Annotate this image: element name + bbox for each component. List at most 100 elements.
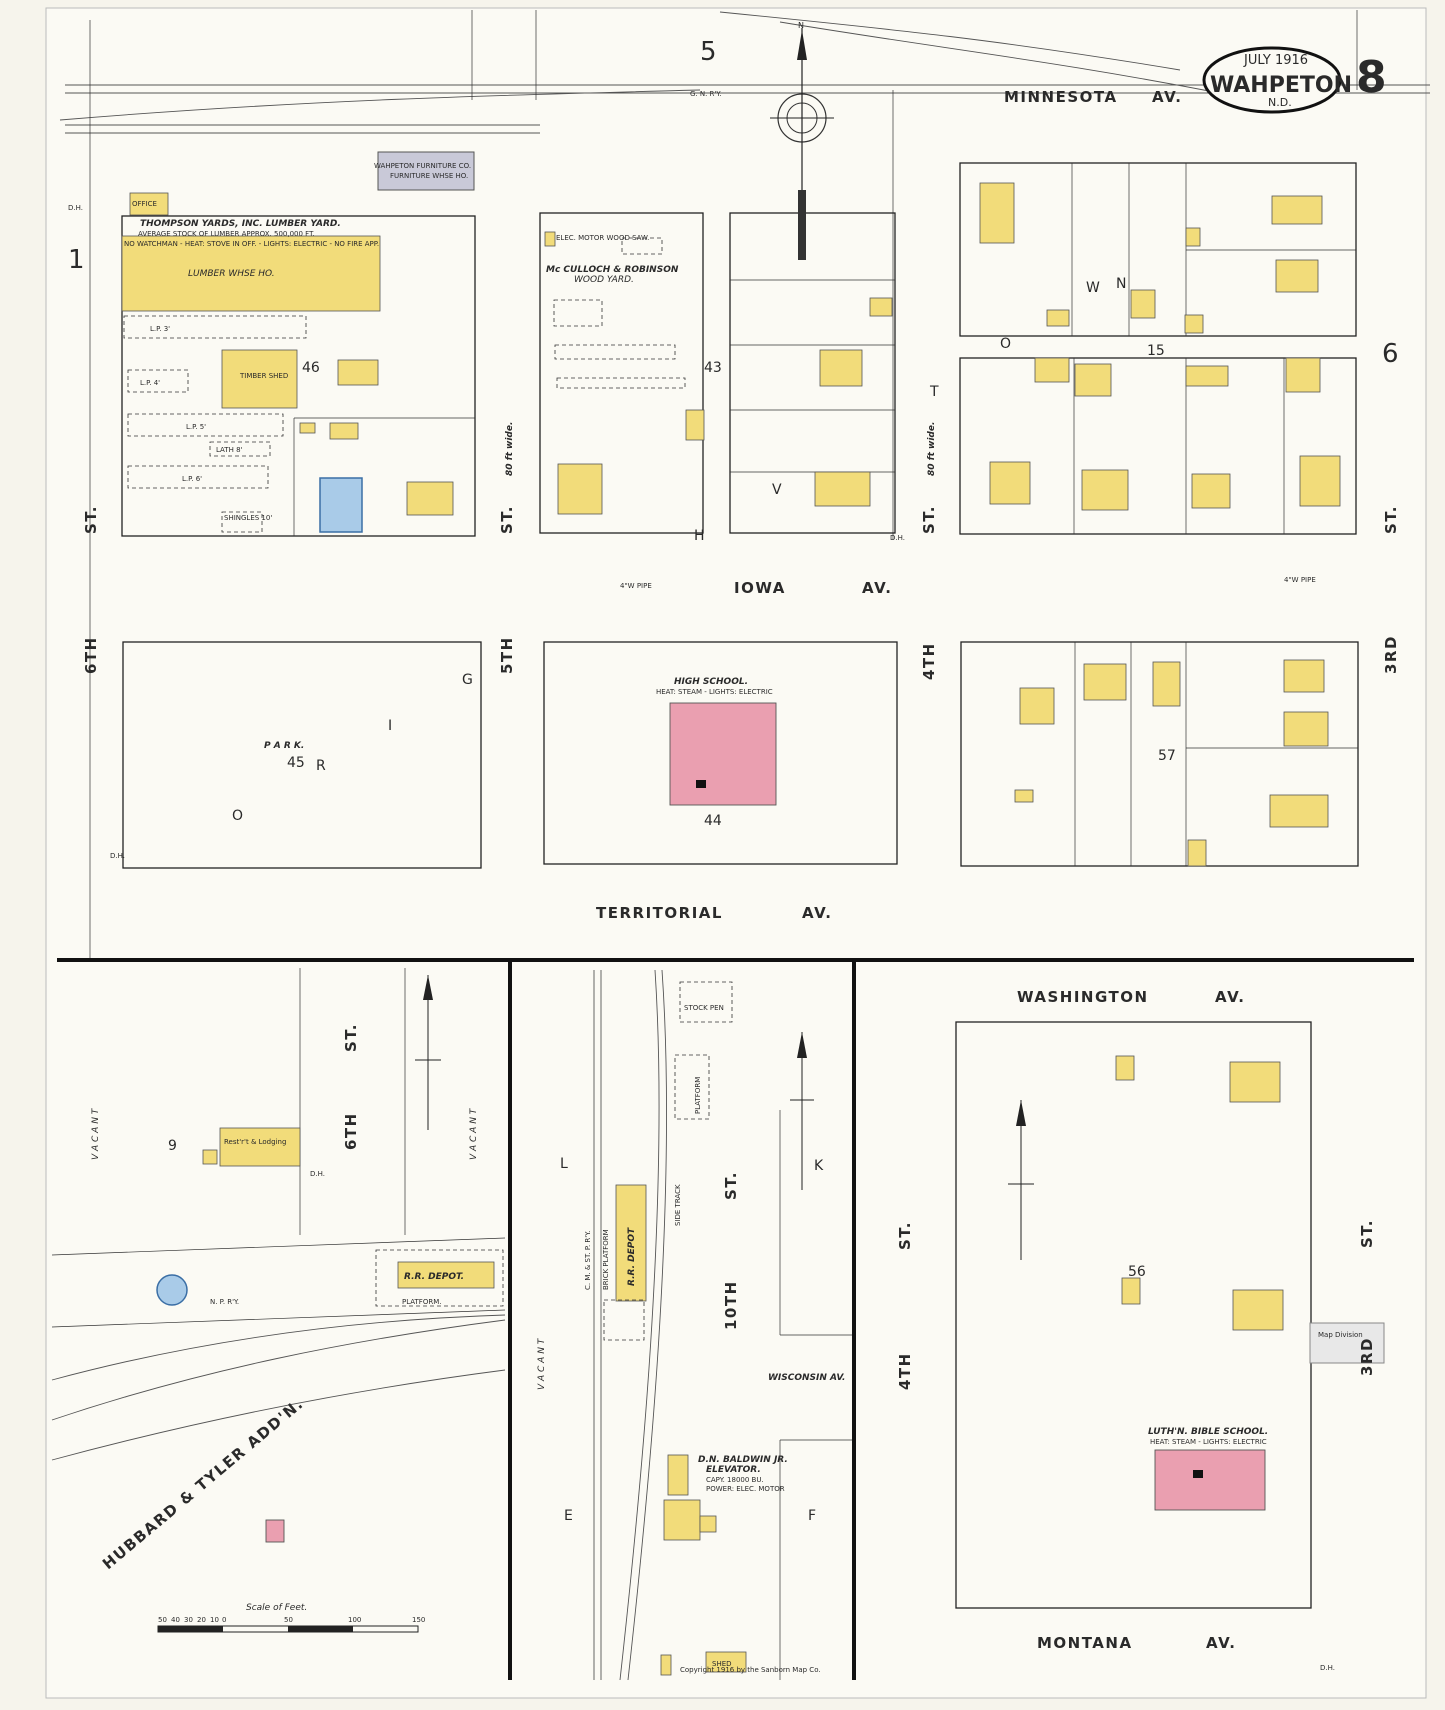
outbuilding-43 (685, 409, 705, 441)
letter-e: E (564, 1508, 573, 1524)
street-6th-st: ST. (82, 505, 100, 534)
compass-rose-icon: N (770, 21, 834, 260)
letter-o2: O (1000, 336, 1011, 352)
label-thompson-stock: AVERAGE STOCK OF LUMBER APPROX. 500,000 … (138, 230, 315, 238)
street-3rd: 3RD (1382, 635, 1400, 674)
label-pipe-iowa-east: 4"W PIPE (1284, 576, 1316, 584)
street-5th-width: 80 ft wide. (505, 422, 515, 476)
block-43-west (539, 212, 704, 534)
dwelling-15b (1271, 195, 1323, 225)
letter-v: V (772, 482, 782, 498)
label-cmst: C. M. & ST. P. R'Y. (584, 1231, 592, 1290)
label-shingles: SHINGLES 10' (224, 514, 272, 522)
scale-tick-4: 10 (210, 1616, 219, 1624)
street-6th-lower: 6TH (342, 1112, 360, 1150)
wood-pile-4 (556, 377, 686, 389)
scale-tick-2: 30 (184, 1616, 193, 1624)
street-montana-av: AV. (1206, 1634, 1236, 1652)
lp4-pile (127, 369, 189, 393)
elevator-engine (699, 1515, 717, 1533)
dwelling-15d (989, 461, 1031, 505)
water-tower (156, 1274, 188, 1306)
map-division-text: Map Division (1318, 1331, 1363, 1339)
street-washington: WASHINGTON (1017, 988, 1149, 1006)
label-lp3: L.P. 3' (150, 325, 170, 333)
small-shed-46c (299, 422, 316, 434)
street-3rd-lower: 3RD (1358, 1337, 1376, 1376)
gn-railway-tracks (59, 11, 1430, 134)
scale-tick-8: 150 (412, 1616, 425, 1624)
street-5th-st: ST. (498, 505, 516, 534)
school-boiler (1193, 1470, 1203, 1478)
street-wisconsin: WISCONSIN AV. (768, 1373, 845, 1383)
lp6-pile (127, 465, 269, 489)
label-scale: Scale of Feet. (246, 1603, 307, 1613)
letter-r: R (316, 758, 326, 774)
label-timber-shed: TIMBER SHED (239, 372, 288, 380)
wood-pile-2 (553, 299, 603, 327)
dwelling-43a (557, 463, 603, 515)
boiler-mark (696, 780, 706, 788)
label-shed: SHED (712, 1660, 732, 1668)
stock-pen (679, 981, 733, 1023)
shed-15d (1046, 309, 1070, 327)
letter-k: K (814, 1158, 824, 1174)
north-arrow-icon (790, 1032, 814, 1190)
shed-bottom-b (660, 1654, 672, 1676)
block-number-44: 44 (704, 813, 722, 829)
baldwin-elevator (663, 1499, 701, 1541)
shed-15c (1184, 314, 1204, 334)
title-date: JULY 1916 (1243, 53, 1308, 68)
label-luth-school: LUTH'N. BIBLE SCHOOL. (1148, 1427, 1268, 1437)
shed-56a (1115, 1055, 1135, 1081)
label-copyright: Copyright 1916 by the Sanborn Map Co. (680, 1666, 821, 1674)
dwelling-57d (1283, 659, 1325, 693)
lath-pile (209, 441, 271, 457)
high-school-building (669, 702, 777, 806)
dwelling-57c (1152, 661, 1181, 707)
street-minnesota: MINNESOTA (1004, 88, 1118, 106)
block-number-9: 9 (168, 1138, 177, 1154)
cmst-railway-tracks (593, 969, 667, 1681)
street-3rd-lower-st: ST. (1358, 1219, 1376, 1248)
block-number-6: 6 (1382, 339, 1399, 369)
shed-restaurant (202, 1149, 218, 1165)
label-high-school: HIGH SCHOOL. (674, 677, 748, 687)
scale-tick-0: 50 (158, 1616, 167, 1624)
dwelling-15e (1081, 469, 1129, 511)
street-10th-st: ST. (722, 1171, 740, 1200)
label-vacant-right: V A C A N T (537, 1337, 547, 1390)
label-thompson: THOMPSON YARDS, INC. LUMBER YARD. (140, 219, 341, 229)
block-15-south (959, 357, 1357, 535)
block-43-east (729, 212, 896, 534)
luth-bible-school (1154, 1449, 1266, 1511)
small-shed-46b (329, 422, 359, 440)
label-lp4: L.P. 4' (140, 379, 160, 387)
dwelling-57a (1019, 687, 1055, 725)
dwelling-46 (406, 481, 454, 516)
scale-bar (157, 1625, 419, 1633)
label-wood-yard: WOOD YARD. (574, 275, 634, 285)
street-territorial-av: AV. (802, 904, 832, 922)
block-15-north (959, 162, 1357, 337)
label-furniture2: FURNITURE WHSE HO. (390, 172, 468, 180)
street-10th: 10TH (722, 1280, 740, 1330)
label-vacant-left: V A C A N T (91, 1107, 101, 1160)
label-lumber-whse: LUMBER WHSE HO. (188, 269, 275, 279)
street-6th-lower-st: ST. (342, 1023, 360, 1052)
label-dh-5: D.H. (1320, 1664, 1335, 1672)
letter-o: O (232, 808, 243, 824)
furniture-warehouse (377, 151, 475, 191)
letter-l: L (560, 1156, 568, 1172)
np-railway-tracks (51, 1314, 506, 1461)
title-cartouche: JULY 1916 WAHPETON N.D. 8 (1202, 46, 1387, 114)
street-4th-width: 80 ft wide. (927, 422, 937, 476)
letter-n: N (1116, 276, 1126, 292)
compass-n-label: N (798, 21, 804, 30)
block-number-45: 45 (287, 755, 305, 771)
shed-15h (1285, 357, 1321, 393)
dwelling-15a (979, 182, 1015, 244)
label-elevator: ELEVATOR. (706, 1465, 761, 1475)
block-number-43: 43 (704, 360, 722, 376)
